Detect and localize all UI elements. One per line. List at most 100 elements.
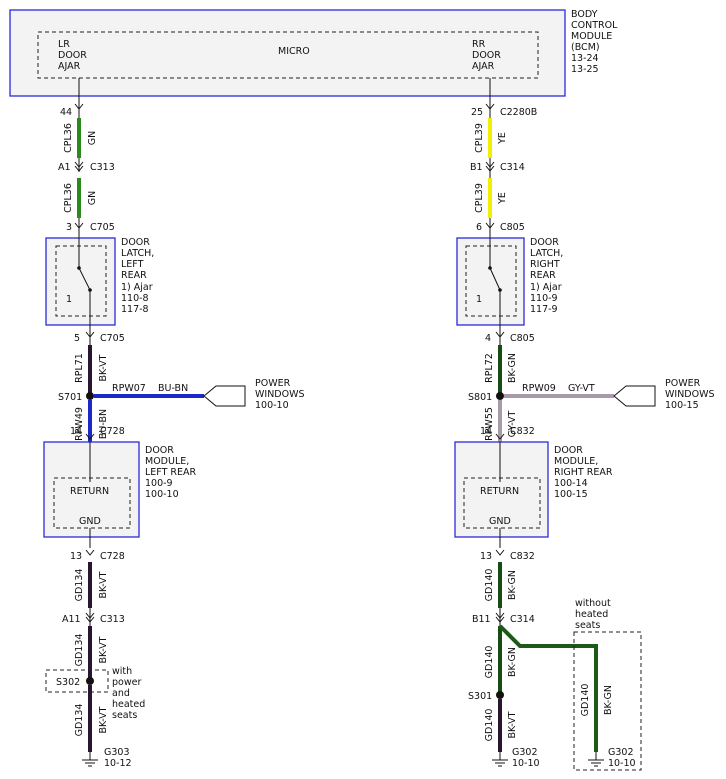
right-alt-note-3: seats <box>575 620 600 631</box>
right-c832-top-conn: C832 <box>510 426 535 437</box>
right-c805-bot-mark <box>495 331 505 338</box>
right-module-gnd: GND <box>489 516 511 527</box>
right-pw-label-1: POWER <box>665 378 701 389</box>
right-latch-ref-3: 117-9 <box>530 304 558 315</box>
bcm-title-4: (BCM) <box>571 42 600 53</box>
left-c705-bot-conn: C705 <box>100 333 125 344</box>
right-c314a-mark-1 <box>485 161 495 168</box>
left-splice2-note-5: seats <box>112 710 137 721</box>
left-branch-color: BU-BN <box>158 383 188 394</box>
right-c805-bot-conn: C805 <box>510 333 535 344</box>
right-latch-ref-2: 110-9 <box>530 293 558 304</box>
bcm-left-label-2: DOOR <box>58 50 87 61</box>
right-wire5-circuit: GD140 <box>484 569 495 602</box>
left-power-windows-arrow <box>203 385 246 407</box>
left-latch-label-4: REAR <box>121 270 147 281</box>
left-module-label-4: 100-9 <box>145 478 173 489</box>
left-module-label-1: DOOR <box>145 445 174 456</box>
right-c314a-mark-2 <box>485 165 495 172</box>
right-c805-bot-pin: 4 <box>485 333 491 344</box>
right-wire2-color: YE <box>497 192 508 205</box>
left-wire5-circuit: GD134 <box>74 569 85 602</box>
right-wire6-circuit: GD140 <box>484 646 495 679</box>
right-splice2-label: S301 <box>468 691 492 702</box>
left-splice-label: S701 <box>58 392 82 403</box>
left-c313b-pin: A11 <box>62 614 81 625</box>
left-c705-bot-mark <box>85 331 95 338</box>
left-wire7-circuit: GD134 <box>74 704 85 737</box>
left-c313b-mark-1 <box>85 612 95 619</box>
bcm-title-6: 13-25 <box>571 64 599 75</box>
left-branch-circuit: RPW07 <box>112 383 146 394</box>
left-module-label-3: LEFT REAR <box>145 467 197 478</box>
left-door-latch-box <box>45 237 116 326</box>
right-circuit: 25 C2280B CPL39 YE B1 C314 CPL39 YE 6 C8… <box>454 96 715 771</box>
right-latch-label-3: RIGHT <box>530 259 560 270</box>
bcm-micro-label: MICRO <box>278 46 310 57</box>
left-door-latch-inner <box>55 245 107 317</box>
right-c314a-pin: B1 <box>470 162 483 173</box>
left-module-return: RETURN <box>70 486 109 497</box>
right-wire7-color: BK-VT <box>507 711 518 738</box>
right-wire1-circuit: CPL39 <box>474 123 485 153</box>
left-splice2-note-4: heated <box>112 699 145 710</box>
left-wire3-circuit: RPL71 <box>74 353 85 383</box>
left-wire6-color: BK-VT <box>98 636 109 663</box>
left-pw-label-2: WINDOWS <box>255 389 305 400</box>
right-door-module-inner <box>463 477 541 529</box>
left-bcm-pin: 44 <box>60 107 72 118</box>
left-module-gnd: GND <box>79 516 101 527</box>
right-latch-label-4: REAR <box>530 270 556 281</box>
left-c728-top-mark <box>85 433 95 440</box>
bcm-left-label-3: AJAR <box>58 61 81 72</box>
right-door-module-box <box>454 441 549 538</box>
left-ground-label: G303 <box>104 747 130 758</box>
right-alt-box <box>573 631 642 771</box>
left-c728-top-conn: C728 <box>100 426 125 437</box>
left-circuit: 44 CPL36 GN A1 C313 CPL36 GN 3 C705 1 DO… <box>43 96 305 769</box>
right-c314b-conn: C314 <box>510 614 535 625</box>
right-c805-top-pin: 6 <box>476 222 482 233</box>
right-ground-label: G302 <box>512 747 538 758</box>
left-c705-top-mark <box>74 222 84 229</box>
right-c832-top-mark <box>495 433 505 440</box>
left-wire6-circuit: GD134 <box>74 634 85 667</box>
left-latch-ref-3: 117-8 <box>121 304 149 315</box>
right-splice-label: S801 <box>468 392 492 403</box>
left-latch-ref-2: 110-8 <box>121 293 149 304</box>
bcm-box <box>9 9 566 97</box>
left-wire1-circuit: CPL36 <box>63 123 74 153</box>
left-latch-label-1: DOOR <box>121 237 150 248</box>
left-latch-ref-1: 1) Ajar <box>121 282 153 293</box>
right-wire5-color: BK-GN <box>507 570 518 600</box>
left-wire2-circuit: CPL36 <box>63 183 74 213</box>
right-bcm-conn: C2280B <box>500 107 537 118</box>
right-alt-ground-ref: 10-10 <box>608 758 636 769</box>
right-alt-ground-label: G302 <box>608 747 634 758</box>
right-wire7-circuit: GD140 <box>484 709 495 742</box>
right-latch-ref-1: 1) Ajar <box>530 282 562 293</box>
right-latch-switch-num: 1 <box>476 294 482 305</box>
right-c805-top-mark <box>485 222 495 229</box>
right-pw-label-2: WINDOWS <box>665 389 715 400</box>
left-c728-bot-mark <box>85 549 95 556</box>
right-c832-bot-mark <box>495 549 505 556</box>
right-wire6-color: BK-GN <box>507 647 518 677</box>
left-c705-top-conn: C705 <box>90 222 115 233</box>
left-splice-s701 <box>86 392 94 400</box>
right-alt-wire-circuit: GD140 <box>580 684 591 717</box>
left-c313b-conn: C313 <box>100 614 125 625</box>
left-module-label-2: MODULE, <box>145 456 189 467</box>
right-ground-ref: 10-10 <box>512 758 540 769</box>
left-c705-bot-pin: 5 <box>74 333 80 344</box>
left-c728-bot-pin: 13 <box>70 551 82 562</box>
left-wire3-color: BK-VT <box>98 354 109 381</box>
right-module-label-1: DOOR <box>554 445 583 456</box>
right-latch-label-1: DOOR <box>530 237 559 248</box>
left-splice2-note-3: and <box>112 688 130 699</box>
bcm-title-3: MODULE <box>571 31 612 42</box>
right-wire1-color: YE <box>497 132 508 145</box>
left-c705-top-pin: 3 <box>66 222 72 233</box>
right-alt-wire <box>498 624 598 752</box>
right-splice-s801 <box>496 392 504 400</box>
